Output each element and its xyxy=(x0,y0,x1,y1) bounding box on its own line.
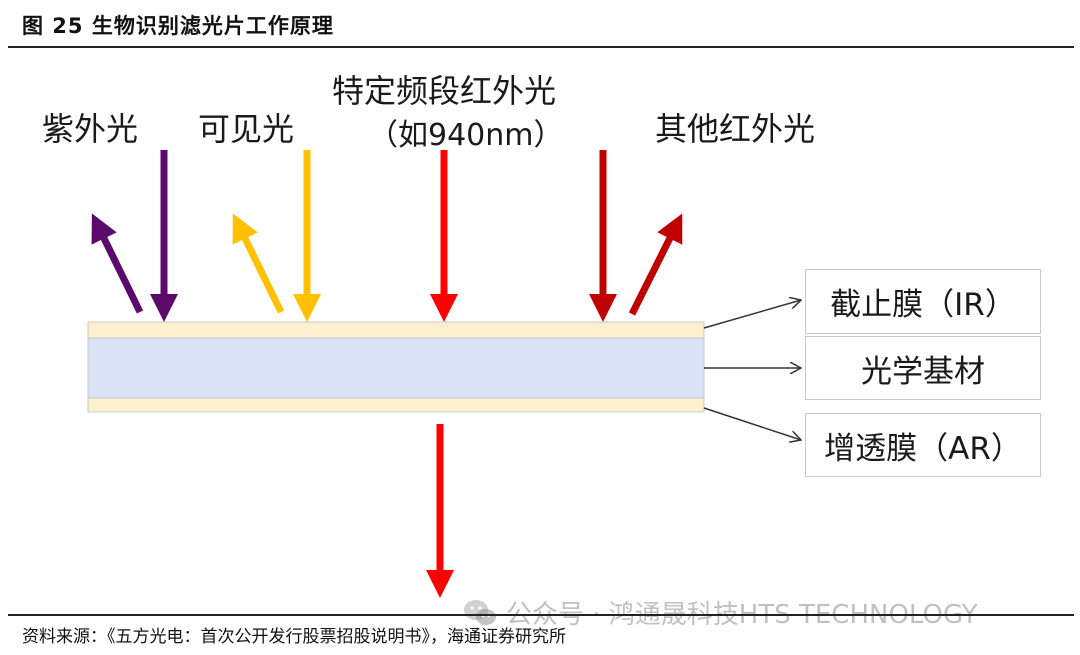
label-uv: 紫外光 xyxy=(42,110,139,148)
ir-cut-label-box: 截止膜（IR） xyxy=(805,269,1041,334)
label-visible: 可见光 xyxy=(198,110,295,148)
filter-stack xyxy=(87,321,705,413)
substrate-label-box: 光学基材 xyxy=(805,336,1041,400)
visible-reflected-arrow xyxy=(232,213,285,314)
watermark-text: 公众号 · 鸿通晟科技HTS TECHNOLOGY xyxy=(506,600,978,630)
figure-title: 图 25 生物识别滤光片工作原理 xyxy=(22,14,334,38)
substrate-label: 光学基材 xyxy=(861,353,985,390)
label-ir-specific-example: （如940nm） xyxy=(368,118,564,153)
label-ir-other: 其他红外光 xyxy=(655,110,816,148)
ar-label: 增透膜（AR） xyxy=(824,430,1022,467)
connector-ar xyxy=(703,407,801,440)
bottom-rule xyxy=(8,614,1074,616)
ir-cut-layer xyxy=(87,321,705,339)
top-rule xyxy=(8,46,1074,48)
connector-ir-cut xyxy=(703,300,801,329)
ar-layer xyxy=(87,397,705,413)
uv-reflected-arrow xyxy=(91,213,144,314)
substrate-layer xyxy=(87,337,705,399)
ar-label-box: 增透膜（AR） xyxy=(805,413,1041,477)
label-ir-specific: 特定频段红外光 xyxy=(332,72,557,110)
ir-cut-label: 截止膜（IR） xyxy=(830,287,1016,323)
source-note: 资料来源：《五方光电：首次公开发行股票招股说明书》，海通证券研究所 xyxy=(22,627,566,647)
ir-other-reflected-arrow xyxy=(628,213,683,316)
